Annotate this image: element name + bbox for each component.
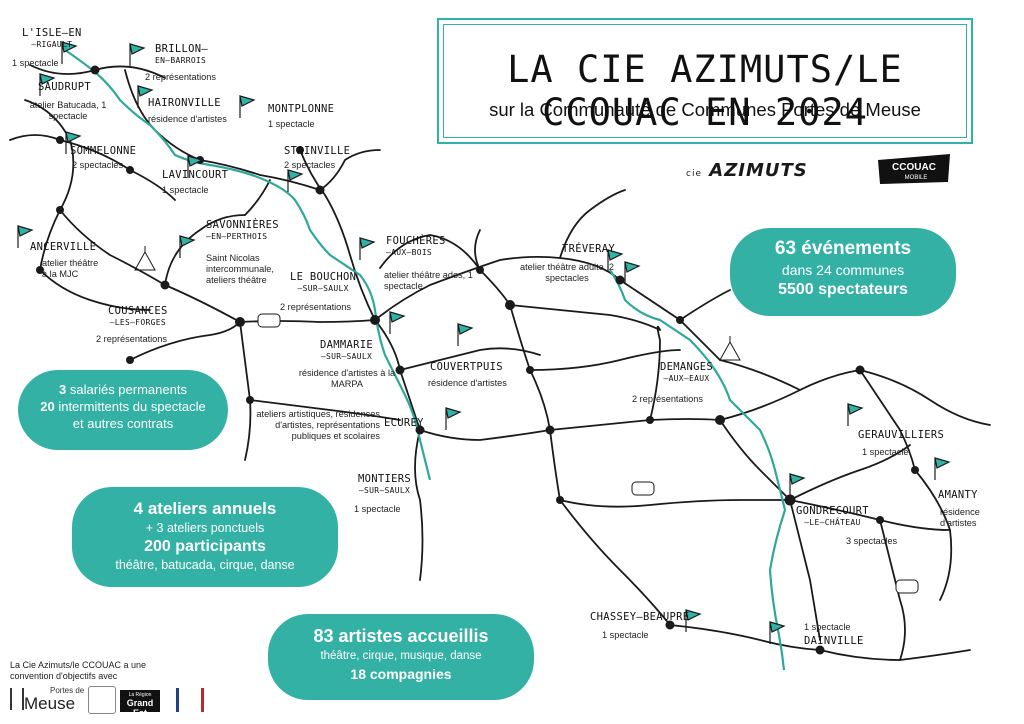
town-gondrecourt: GONDRECOURT–LE–CHÂTEAU [796, 505, 869, 528]
page-title: LA CIE AZIMUTS/LE CCOUAC EN 2024 [507, 48, 903, 134]
town-dammarie: DAMMARIE–SUR–SAULX [320, 339, 373, 362]
town-ecurey: ECUREY [384, 417, 424, 429]
town-chassey: CHASSEY–BEAUPRÉ [590, 611, 690, 623]
town-amanty-note: résidence d'artistes [940, 507, 980, 528]
partner-logo-meuse [88, 686, 116, 714]
town-brillon: BRILLON–EN–BARROIS [155, 43, 208, 66]
town-lebouchon-note: 2 représentations [280, 302, 351, 312]
town-dammarie-note: résidence d'artistes à la MARPA [298, 368, 396, 389]
town-savonnieres-note: Saint Nicolas intercommunale, ateliers t… [206, 253, 274, 285]
town-couvertpuis: COUVERTPUIS [430, 361, 503, 373]
staff-stat-pill: 3 salariés permanents 20 intermittents d… [18, 370, 228, 450]
town-lavincourt: LAVINCOURT [162, 169, 229, 181]
azimuts-logo: cie AZIMUTS [686, 160, 808, 181]
river-saulx [61, 47, 432, 481]
town-ecurey-note: ateliers artistiques, résidences d'artis… [256, 409, 380, 441]
town-sommelonne-note: 2 spectacles [72, 160, 124, 170]
town-amanty: AMANTY [938, 489, 978, 501]
town-couvertpuis-note: résidence d'artistes [428, 378, 507, 388]
road-junctions [36, 65, 919, 655]
town-montplonne: MONTPLONNE [268, 103, 335, 115]
town-cousances: COUSANCES–LES–FORGES [108, 305, 168, 328]
portes-de-meuse-logo: Portes de Meuse [10, 686, 90, 714]
svg-text:MOBILE: MOBILE [905, 175, 928, 181]
town-montiers: MONTIERS–SUR–SAULX [358, 473, 411, 496]
town-lisle: L'ISLE–EN–RIGAULT [22, 27, 82, 50]
convention-text: La Cie Azimuts/le CCOUAC a une conventio… [10, 660, 147, 681]
town-sommelonne: SOMMELONNE [70, 145, 137, 157]
town-montiers-note: 1 spectacle [354, 504, 401, 514]
town-gerauvilliers: GERAUVILLIERS [858, 429, 945, 441]
town-fouchere-note: atelier théâtre ados, 1 spectacle [384, 270, 473, 291]
town-stainville-note: 2 spectacles [284, 160, 336, 170]
town-saudrupt: SAUDRUPT [38, 81, 91, 93]
town-brillon-note: 2 représentations [145, 72, 216, 82]
town-montplonne-note: 1 spectacle [268, 119, 315, 129]
town-dainville-note: 1 spectacle [804, 622, 851, 632]
town-treveray: TRÉVERAY [562, 243, 615, 255]
circus-tent-icon [134, 246, 741, 361]
title-box: LA CIE AZIMUTS/LE CCOUAC EN 2024 sur la … [437, 18, 973, 144]
town-gerauvilliers-note: 1 spectacle [862, 447, 909, 457]
town-chassey-note: 1 spectacle [602, 630, 649, 640]
town-gondrecourt-note: 3 spectacles [846, 536, 898, 546]
town-cousances-note: 2 représentations [96, 334, 167, 344]
workshops-stat-pill: 4 ateliers annuels + 3 ateliers ponctuel… [72, 487, 338, 587]
grand-est-logo: La Région Grand Est [120, 690, 160, 718]
town-stainville: STAINVILLE [284, 145, 351, 157]
town-lisle-note: 1 spectacle [12, 58, 59, 68]
town-ancerville-note: atelier théâtre à la MJC [42, 258, 99, 279]
town-haironville: HAIRONVILLE [148, 97, 221, 109]
town-demanges: DEMANGES–AUX–EAUX [660, 361, 713, 384]
artists-stat-pill: 83 artistes accueillis théâtre, cirque, … [268, 614, 534, 700]
town-haironville-note: résidence d'artistes [148, 114, 227, 124]
town-demanges-note: 2 représentations [632, 394, 703, 404]
events-stat-pill: 63 événements dans 24 communes 5500 spec… [730, 228, 956, 316]
town-ancerville: ANCERVILLE [30, 241, 97, 253]
caravan-icon [257, 313, 919, 594]
prefecture-logo [176, 688, 204, 712]
town-lebouchon: LE BOUCHON–SUR–SAULX [290, 271, 357, 294]
town-lavincourt-note: 1 spectacle [162, 185, 209, 195]
page-subtitle: sur la Communauté de Communes Portes de … [489, 99, 921, 120]
town-saudrupt-note: atelier Batucada, 1 spectacle [29, 100, 107, 121]
town-dainville: DAINVILLE [804, 635, 864, 647]
flag-markers [17, 41, 951, 644]
svg-text:CCOUAC: CCOUAC [892, 162, 936, 173]
town-savonnieres: SAVONNIÈRES–EN–PERTHOIS [206, 219, 279, 242]
river-ornain [609, 269, 787, 671]
ccouac-logo: CCOUAC MOBILE [878, 154, 950, 184]
town-treveray-note: atelier théâtre adulte, 2 spectacles [520, 262, 614, 283]
town-fouchere: FOUCHÈRES–AUX–BOIS [386, 235, 446, 258]
